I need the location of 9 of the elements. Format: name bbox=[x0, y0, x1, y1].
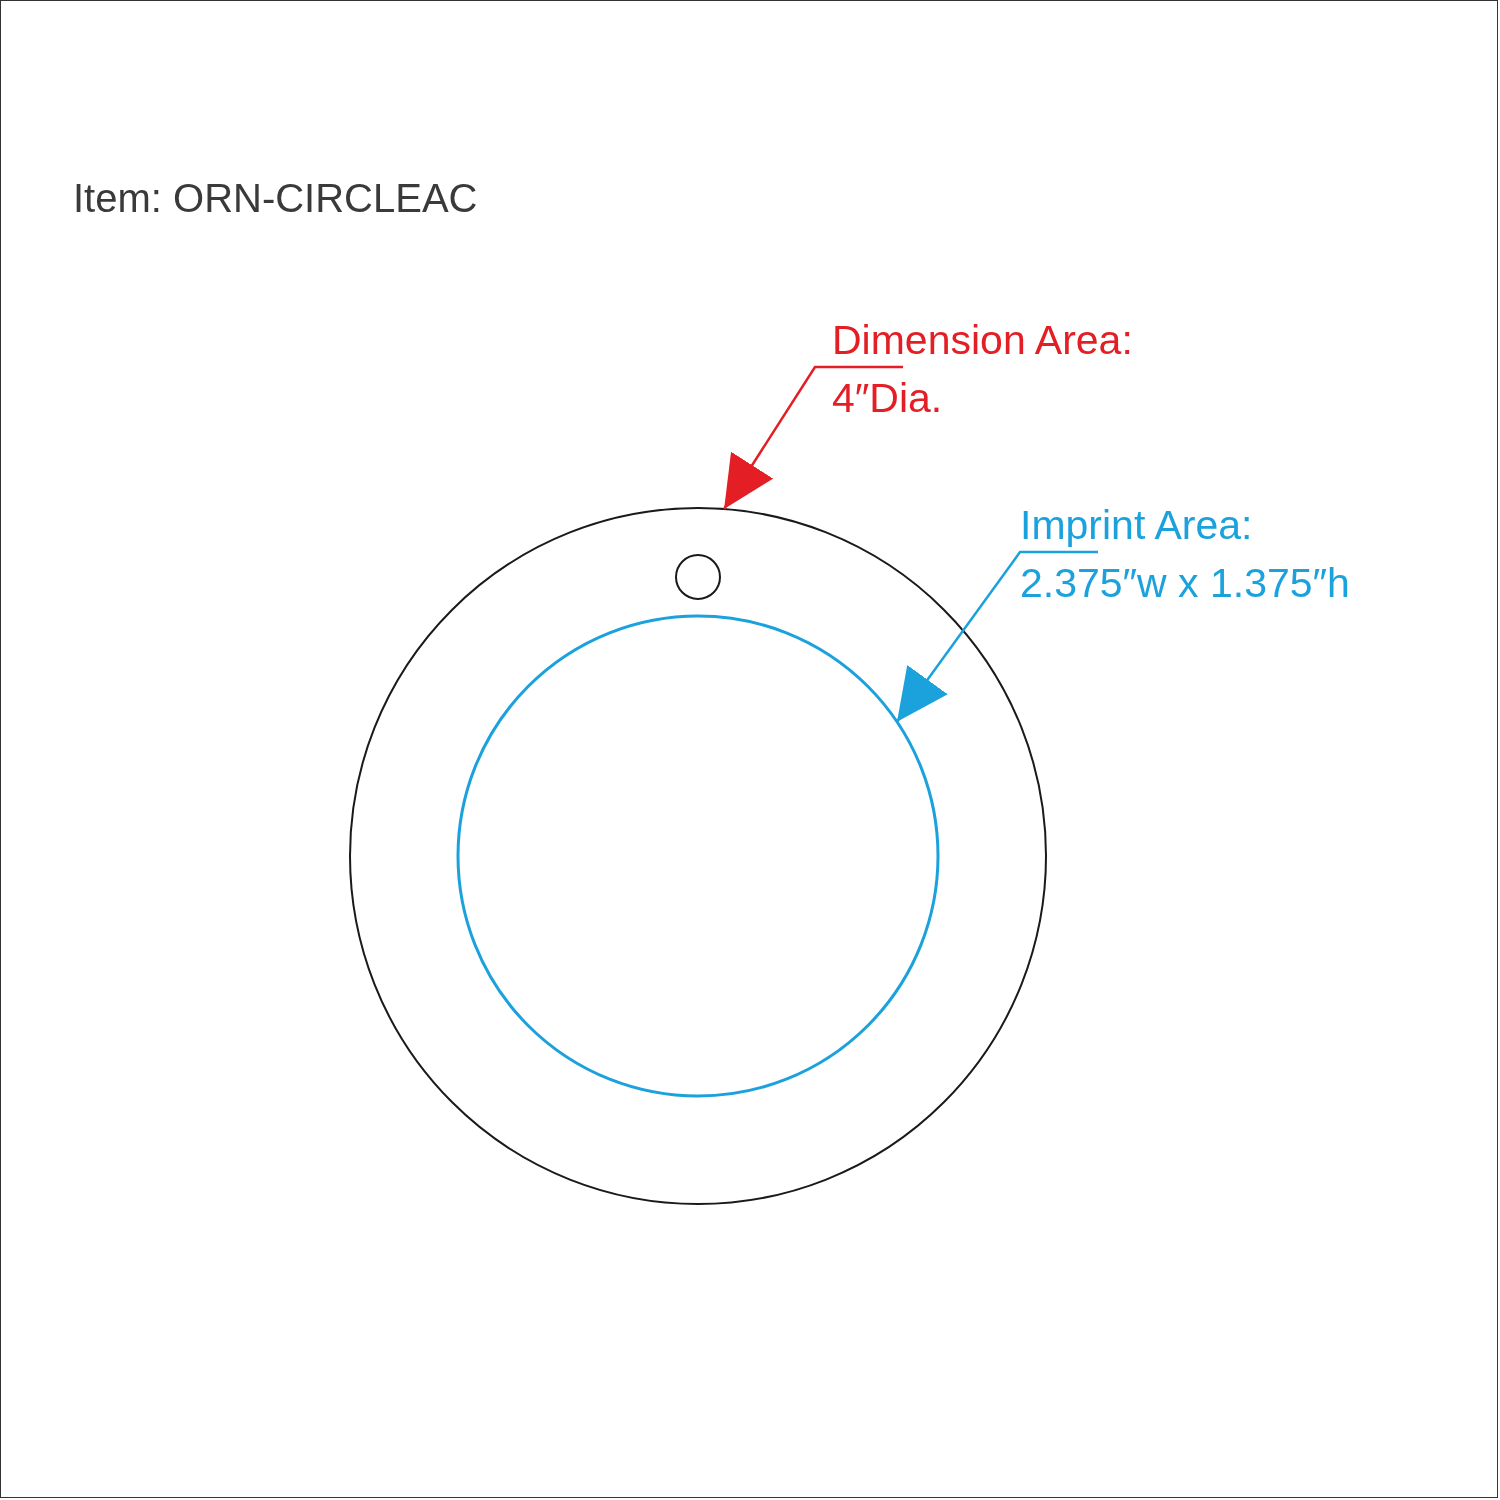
item-code-heading: Item: ORN-CIRCLEAC bbox=[73, 176, 478, 221]
callout-dimension: 4″Dia. bbox=[832, 374, 943, 423]
leader-arrow bbox=[896, 550, 1098, 723]
callout-heading: Dimension Area: bbox=[832, 316, 1133, 365]
hanging-hole-circle bbox=[676, 555, 720, 599]
callout-dimension: 2.375″w x 1.375″h bbox=[1020, 559, 1350, 608]
callout-heading: Imprint Area: bbox=[1020, 501, 1253, 550]
imprint-area-circle bbox=[458, 616, 938, 1096]
leader-arrow bbox=[723, 365, 903, 510]
